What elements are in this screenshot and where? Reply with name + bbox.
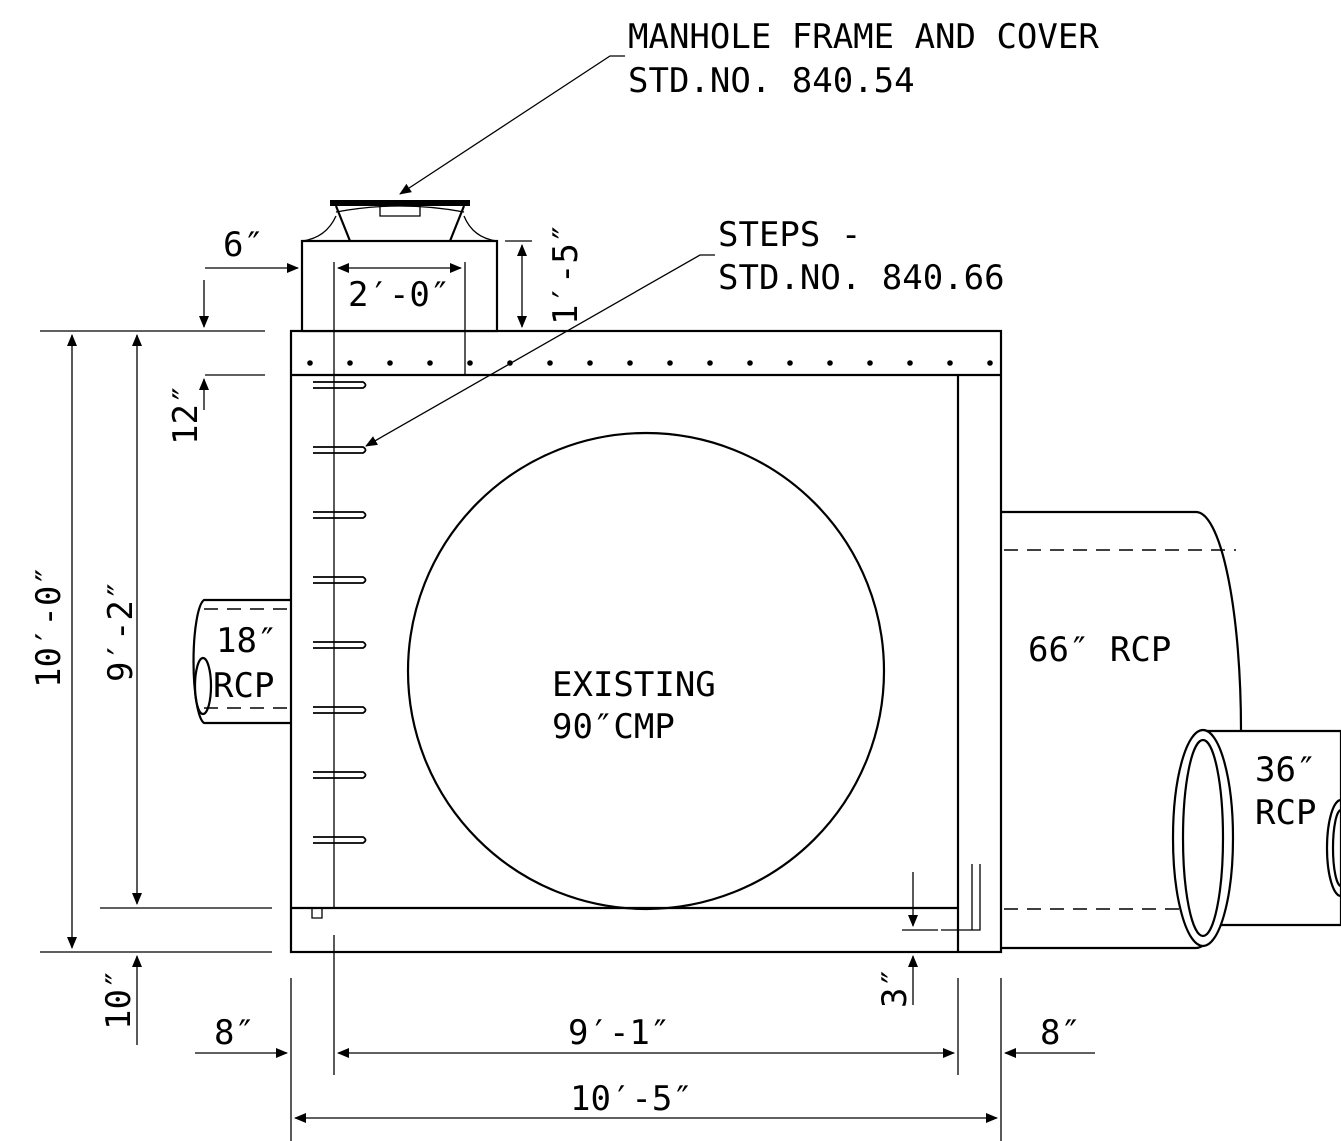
rebar-dot	[787, 360, 793, 366]
dim-right-wall: 8″	[1040, 1013, 1081, 1053]
dim-inner-width: 9′-1″	[568, 1013, 670, 1053]
step-rung	[313, 641, 367, 649]
rebar-dot	[747, 360, 753, 366]
dim-outer-height: 10′-0″	[29, 565, 69, 688]
rebar-dot	[547, 360, 553, 366]
step-rung	[313, 511, 367, 519]
label-pipe66: 66″ RCP	[1028, 630, 1171, 670]
label-pipe18-line2: RCP	[213, 666, 274, 706]
manhole-riser	[300, 239, 499, 375]
step-rung	[313, 836, 367, 844]
rebar-dot	[867, 360, 873, 366]
dim-base-slab: 10″	[99, 969, 139, 1030]
label-existing-line2: 90″CMP	[552, 707, 675, 747]
rebar-dot	[307, 360, 313, 366]
dim-inner-height: 9′-2″	[101, 580, 141, 682]
pipe-36-rcp	[1171, 728, 1341, 948]
extension-lines	[40, 240, 1002, 1141]
top-slab-rebar	[307, 360, 993, 366]
callout-manhole-line1: MANHOLE FRAME AND COVER	[628, 17, 1099, 57]
manhole-box	[289, 329, 1003, 954]
rebar-dot	[387, 360, 393, 366]
step-rung	[313, 381, 367, 389]
dim-top-slab: 12″	[166, 384, 206, 445]
dim-outer-width: 10′-5″	[570, 1079, 693, 1119]
rebar-dot	[707, 360, 713, 366]
step-rung	[313, 446, 367, 454]
rebar-dot	[987, 360, 993, 366]
rebar-dot	[587, 360, 593, 366]
rebar-dot	[667, 360, 673, 366]
callout-steps-line2: STD.NO. 840.66	[718, 258, 1005, 298]
callout-manhole: MANHOLE FRAME AND COVER STD.NO. 840.54	[399, 17, 1099, 195]
rebar-dot	[427, 360, 433, 366]
label-pipe18-line1: 18″	[216, 621, 277, 661]
pipe-18-rcp	[192, 598, 334, 725]
step-rung	[313, 706, 367, 714]
dim-riser-width: 2′-0″	[348, 275, 450, 315]
callout-steps: STEPS - STD.NO. 840.66	[365, 215, 1005, 447]
rebar-dot	[827, 360, 833, 366]
existing-cmp-pipe	[406, 431, 886, 911]
label-pipe36-line1: 36″	[1255, 750, 1316, 790]
callout-manhole-line2: STD.NO. 840.54	[628, 61, 915, 101]
rebar-dot	[947, 360, 953, 366]
dim-riser-offset: 6″	[223, 225, 264, 265]
rebar-dot	[907, 360, 913, 366]
dim-riser-height: 1′-5″	[546, 223, 586, 325]
step-rung	[313, 576, 367, 584]
rebar-dot	[627, 360, 633, 366]
steps	[313, 381, 367, 844]
dim-left-wall: 8″	[214, 1013, 255, 1053]
callout-steps-line1: STEPS -	[718, 215, 861, 255]
label-pipe36-line2: RCP	[1255, 793, 1316, 833]
rebar-dot	[347, 360, 353, 366]
manhole-frame-and-cover	[301, 200, 498, 242]
rebar-dot	[467, 360, 473, 366]
step-rung	[313, 771, 367, 779]
label-existing-line1: EXISTING	[552, 665, 716, 705]
dim-floor-drop: 3″	[875, 967, 915, 1008]
